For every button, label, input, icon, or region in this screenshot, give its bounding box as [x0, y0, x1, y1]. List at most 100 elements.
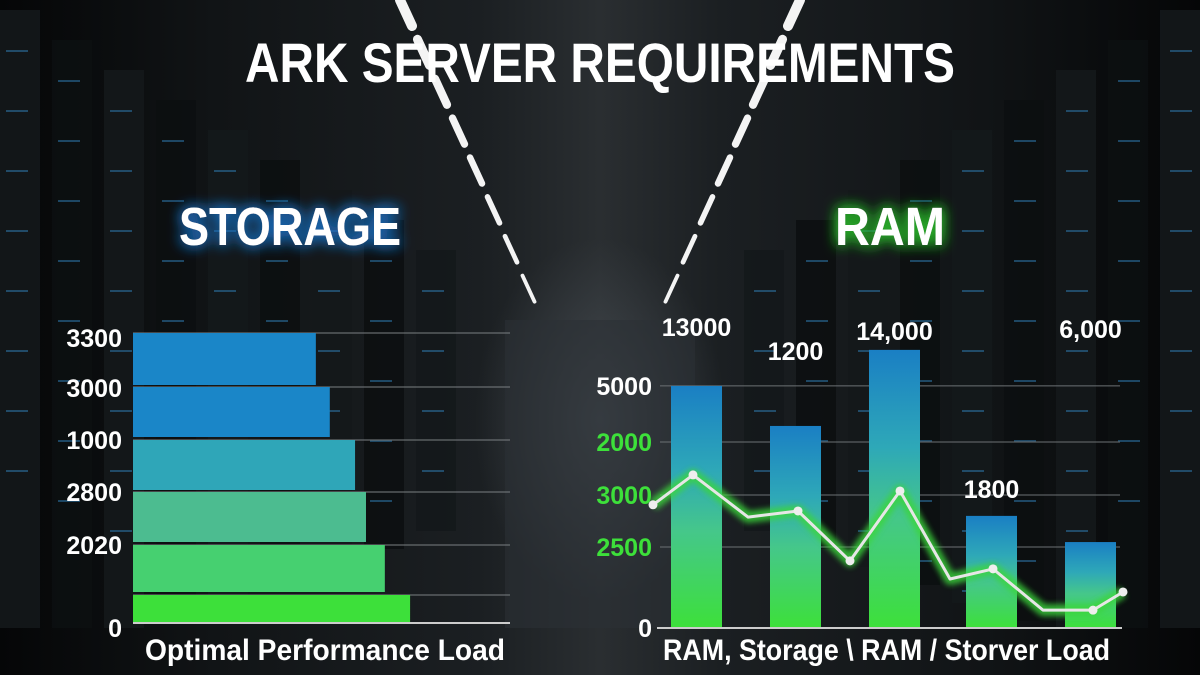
ceiling-light — [412, 34, 435, 70]
storage-heading: STORAGE — [179, 197, 401, 257]
rack-led — [1066, 110, 1088, 112]
rack-led — [110, 530, 132, 532]
storage-chart: 3300 3000 1000 2800 2020 0 — [66, 325, 510, 643]
rack-led — [858, 290, 880, 292]
rack-led — [266, 320, 288, 322]
rack-led — [1066, 530, 1088, 532]
ceiling-light — [484, 194, 503, 226]
bar-data-label: 13000 — [662, 314, 732, 342]
rack-led — [806, 380, 828, 382]
rack-led — [1118, 200, 1140, 202]
ceiling-light — [466, 154, 486, 187]
ceiling-light — [502, 233, 520, 265]
ceiling-light — [448, 114, 469, 148]
bar-data-label: 1200 — [768, 338, 824, 366]
y-tick-label: 2500 — [596, 534, 652, 562]
rack-led — [6, 470, 28, 472]
rack-led — [962, 410, 984, 412]
rack-led — [1066, 230, 1088, 232]
rack-led — [1118, 80, 1140, 82]
rack-led — [214, 170, 236, 172]
ram-x-axis-label: RAM, Storage \ RAM / Storver Load — [663, 634, 1110, 667]
rack-led — [162, 140, 184, 142]
server-rack — [0, 10, 40, 628]
ceiling-light — [714, 154, 734, 187]
rack-led — [806, 320, 828, 322]
storage-bar — [133, 492, 366, 542]
ceiling-light — [520, 273, 537, 304]
rack-led — [1066, 410, 1088, 412]
storage-bar — [133, 387, 330, 437]
rack-led — [58, 140, 80, 142]
server-rack — [416, 250, 456, 531]
rack-led — [1170, 410, 1192, 412]
y-tick-label: 2020 — [66, 532, 122, 560]
trend-point — [1118, 587, 1128, 597]
rack-led — [6, 290, 28, 292]
rack-led — [1014, 440, 1036, 442]
rack-led — [6, 170, 28, 172]
storage-x-axis-label: Optimal Performance Load — [145, 634, 505, 667]
rack-led — [1014, 380, 1036, 382]
ram-heading: RAM — [835, 197, 945, 257]
trend-point — [895, 486, 905, 496]
y-tick-label: 3000 — [66, 375, 122, 403]
rack-led — [1014, 200, 1036, 202]
rack-led — [1118, 140, 1140, 142]
ceiling-light — [748, 74, 770, 109]
rack-led — [422, 350, 444, 352]
y-tick-label: 2800 — [66, 479, 122, 507]
rack-led — [6, 110, 28, 112]
rack-led — [58, 500, 80, 502]
rack-led — [754, 410, 776, 412]
y-tick-label: 3300 — [66, 325, 122, 353]
storage-bar — [133, 545, 385, 592]
trend-point — [648, 500, 658, 510]
ram-bar — [671, 385, 722, 628]
storage-bar — [133, 595, 411, 622]
server-rack — [52, 40, 92, 628]
y-tick-label: 1000 — [66, 427, 122, 455]
storage-bar — [133, 440, 356, 490]
rack-led — [1170, 350, 1192, 352]
trend-point — [688, 470, 698, 480]
y-tick-label: 5000 — [596, 373, 652, 401]
rack-led — [1066, 350, 1088, 352]
rack-led — [1118, 320, 1140, 322]
rack-led — [266, 260, 288, 262]
bar-data-label: 6,000 — [1059, 316, 1122, 344]
rack-led — [858, 230, 880, 232]
server-rack — [1160, 10, 1200, 628]
rack-led — [806, 260, 828, 262]
rack-led — [1014, 560, 1036, 562]
rack-led — [910, 560, 932, 562]
rack-led — [1118, 380, 1140, 382]
rack-led — [962, 230, 984, 232]
rack-led — [370, 260, 392, 262]
y-tick-label: 0 — [108, 615, 122, 643]
rack-led — [110, 350, 132, 352]
ceiling-light — [395, 0, 417, 31]
rack-led — [1014, 500, 1036, 502]
rack-led — [318, 350, 340, 352]
rack-led — [754, 290, 776, 292]
rack-led — [1118, 260, 1140, 262]
server-rack — [1056, 70, 1096, 628]
rack-led — [214, 230, 236, 232]
rack-led — [370, 440, 392, 442]
rack-led — [110, 110, 132, 112]
rack-led — [58, 320, 80, 322]
rack-led — [1170, 170, 1192, 172]
rack-led — [754, 350, 776, 352]
rack-led — [6, 350, 28, 352]
ceiling-light — [680, 233, 698, 265]
rack-led — [214, 290, 236, 292]
ceiling-light — [783, 0, 805, 31]
rack-led — [962, 470, 984, 472]
rack-led — [318, 230, 340, 232]
rack-led — [962, 170, 984, 172]
rack-led — [910, 440, 932, 442]
rack-led — [110, 170, 132, 172]
ceiling-light — [765, 34, 788, 70]
rack-led — [6, 410, 28, 412]
